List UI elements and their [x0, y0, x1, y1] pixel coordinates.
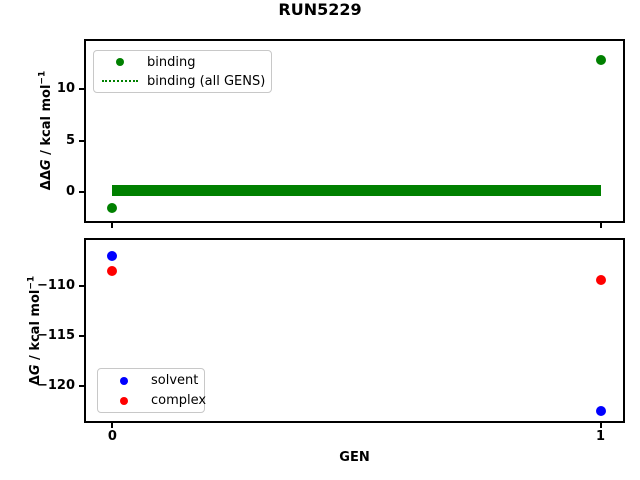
x-tick [111, 423, 114, 428]
top-y-axis-label: ΔΔG / kcal mol−1 [34, 31, 54, 231]
y-tick [79, 385, 84, 388]
complex-dot-icon [120, 396, 128, 405]
y-tick [79, 88, 84, 91]
solvent-dot-icon [120, 376, 128, 385]
y-tick-label: 0 [65, 184, 75, 200]
solvent-legend-handle [105, 376, 143, 385]
y-tick-label: 10 [56, 81, 75, 97]
binding-dot-icon [116, 58, 124, 66]
data-point-binding [107, 202, 118, 213]
legend-entry-binding-all-gens: binding (all GENS) [101, 73, 266, 89]
binding-all-gens--band [112, 185, 601, 197]
legend-label-solvent: solvent [151, 373, 199, 388]
y-tick-label: −115 [36, 328, 75, 344]
legend-label-binding-all-gens: binding (all GENS) [147, 73, 266, 89]
y-tick-label: −120 [36, 378, 75, 394]
y-tick-label: 5 [65, 132, 75, 148]
top-legend: binding binding (all GENS) [93, 50, 272, 93]
data-point-complex [595, 274, 606, 285]
legend-entry-solvent: solvent [105, 372, 199, 389]
bottom-y-axis-label-g: G [27, 364, 43, 376]
y-tick-label: −110 [36, 277, 75, 293]
data-point-binding [595, 54, 606, 65]
bottom-legend: solvent complex [97, 368, 206, 413]
binding-legend-handle [101, 58, 139, 66]
complex-legend-handle [105, 396, 143, 405]
x-tick-label: 1 [596, 429, 606, 444]
legend-label-complex: complex [151, 393, 207, 408]
x-tick [599, 223, 602, 228]
binding-all-gens-legend-handle [101, 80, 139, 82]
x-axis-label: GEN [339, 450, 370, 465]
data-point-complex [107, 265, 118, 276]
y-tick [79, 335, 84, 338]
y-tick [79, 139, 84, 142]
dotted-line-icon [102, 80, 138, 82]
x-tick [599, 423, 602, 428]
y-tick [79, 284, 84, 287]
data-point-solvent [107, 250, 118, 261]
x-tick [111, 223, 114, 228]
data-point-solvent [595, 406, 606, 417]
legend-label-binding: binding [147, 54, 196, 70]
legend-entry-complex: complex [105, 392, 206, 409]
y-tick [79, 191, 84, 194]
top-y-axis-label-g: G [38, 159, 54, 171]
chart-title: RUN5229 [278, 0, 362, 19]
legend-entry-binding: binding [101, 54, 264, 70]
x-tick-label: 0 [107, 429, 117, 444]
